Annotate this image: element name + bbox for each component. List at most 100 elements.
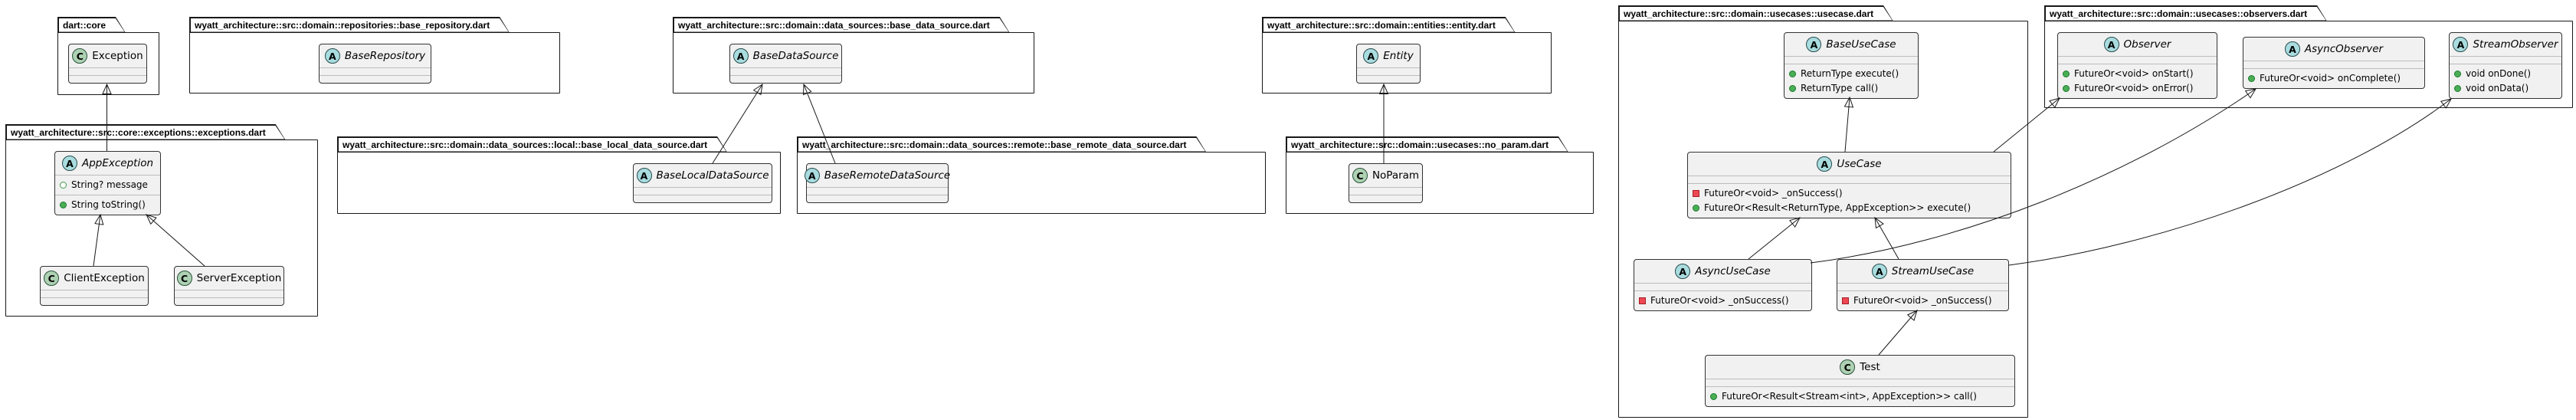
method-label: FutureOr<Result<ReturnType, AppException… [1704, 202, 1971, 213]
public-method-icon [2454, 71, 2461, 77]
methods-compartment: void onDone() void onData() [2450, 64, 2561, 98]
method-row: FutureOr<void> _onSuccess() [1639, 294, 1807, 307]
method-label: void onDone() [2466, 68, 2532, 79]
package-title: wyatt_architecture::src::domain::usecase… [2050, 8, 2308, 19]
abstract-class-icon: A [1806, 37, 1822, 52]
method-label: ReturnType execute() [1801, 68, 1899, 79]
package-tab: wyatt_architecture::src::domain::data_so… [673, 17, 1010, 33]
public-method-icon [2248, 75, 2255, 82]
public-method-icon [60, 202, 67, 208]
package-tab: wyatt_architecture::src::domain::usecase… [1618, 5, 1893, 21]
method-row: ReturnType execute() [1789, 67, 1913, 80]
class-name: AppException [81, 157, 154, 169]
methods-compartment [730, 75, 841, 83]
class-base-use-case: A BaseUseCase ReturnType execute() Return… [1784, 32, 1919, 99]
abstract-class-icon: A [61, 156, 77, 171]
fields-compartment [1349, 187, 1422, 195]
method-label: FutureOr<void> onError() [2074, 83, 2194, 94]
class-header: A BaseUseCase [1785, 33, 1918, 56]
public-method-icon [1789, 71, 1796, 77]
method-label: FutureOr<void> onComplete() [2260, 73, 2401, 84]
field-label: String? message [71, 179, 148, 190]
package-tab: wyatt_architecture::src::domain::data_so… [337, 136, 727, 153]
class-name: BaseUseCase [1826, 38, 1896, 51]
methods-compartment [175, 297, 283, 305]
fields-compartment [1706, 379, 2014, 386]
method-label: void onData() [2466, 83, 2529, 94]
package-tab: wyatt_architecture::src::domain::reposit… [189, 17, 510, 33]
abstract-class-icon: A [324, 48, 340, 64]
package-title: dart::core [63, 20, 107, 31]
class-name: StreamUseCase [1891, 265, 1975, 277]
class-name: ServerException [196, 272, 282, 284]
abstract-class-icon: A [732, 48, 749, 64]
fields-compartment [807, 187, 948, 195]
class-name: ClientException [64, 272, 145, 284]
abstract-class-icon: A [1363, 48, 1379, 64]
method-row: FutureOr<Result<ReturnType, AppException… [1693, 202, 2006, 215]
fields-compartment [175, 290, 283, 297]
method-label: FutureOr<Result<Stream<int>, AppExceptio… [1722, 391, 1977, 402]
method-label: FutureOr<void> onStart() [2074, 68, 2194, 79]
field-icon [60, 182, 67, 189]
method-row: FutureOr<void> onStart() [2063, 67, 2212, 80]
class-name: BaseRepository [344, 50, 426, 62]
abstract-class-icon: A [1817, 156, 1833, 172]
methods-compartment: ReturnType execute() ReturnType call() [1785, 64, 1918, 98]
method-label: ReturnType call() [1801, 83, 1879, 94]
class-icon: C [72, 48, 88, 64]
fields-compartment [2058, 56, 2217, 64]
package-tab: wyatt_architecture::src::domain::usecase… [1286, 136, 1568, 153]
fields-compartment [41, 290, 148, 297]
method-label: String toString() [71, 199, 146, 210]
class-name: BaseRemoteDataSource [824, 169, 951, 182]
class-name: BaseDataSource [752, 50, 839, 62]
methods-compartment: String toString() [55, 195, 160, 215]
package-no-param [1286, 152, 1594, 214]
package-base-data-source [673, 32, 1034, 94]
package-title: wyatt_architecture::src::domain::data_so… [342, 139, 708, 150]
class-name: UseCase [1837, 158, 1882, 170]
methods-compartment: FutureOr<void> _onSuccess() FutureOr<Res… [1688, 183, 2011, 218]
fields-compartment [320, 67, 431, 75]
method-label: FutureOr<void> _onSuccess() [1853, 295, 1992, 306]
abstract-class-icon: A [636, 168, 652, 183]
fields-compartment [2243, 61, 2424, 68]
package-tab: dart::core [57, 17, 126, 33]
methods-compartment: FutureOr<void> _onSuccess() [1837, 290, 2008, 310]
class-header: A BaseRepository [320, 44, 431, 67]
package-title: wyatt_architecture::src::domain::data_so… [802, 139, 1187, 150]
package-title: wyatt_architecture::src::domain::entitie… [1267, 20, 1496, 31]
package-title: wyatt_architecture::src::core::exception… [11, 127, 266, 138]
class-app-exception: A AppException String? message String toS… [54, 151, 161, 215]
package-title: wyatt_architecture::src::domain::usecase… [1624, 8, 1874, 19]
methods-compartment: FutureOr<void> onComplete() [2243, 68, 2424, 88]
package-title: wyatt_architecture::src::domain::reposit… [195, 20, 490, 31]
package-title: wyatt_architecture::src::domain::data_so… [678, 20, 990, 31]
fields-compartment [730, 67, 841, 75]
methods-compartment [634, 195, 772, 202]
class-name: Exception [92, 50, 143, 62]
class-header: C Exception [69, 44, 146, 67]
methods-compartment [1349, 195, 1422, 202]
fields-compartment [2450, 56, 2561, 64]
methods-compartment [320, 75, 431, 83]
package-tab: wyatt_architecture::src::domain::data_so… [797, 136, 1207, 153]
class-name: AsyncUseCase [1695, 265, 1771, 277]
public-method-icon [2454, 85, 2461, 92]
